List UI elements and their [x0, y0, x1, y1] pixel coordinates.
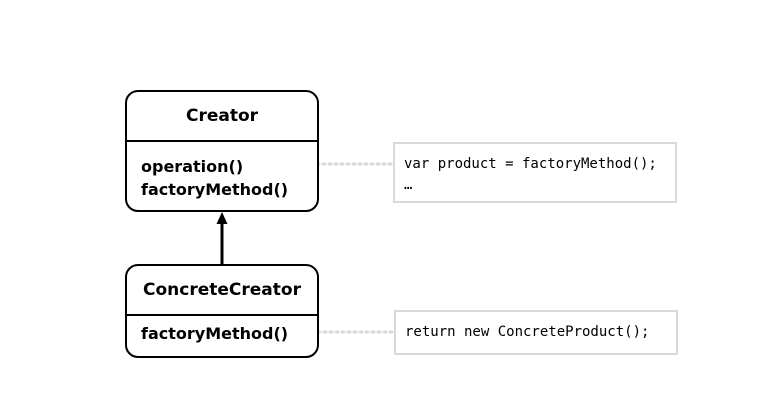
operation-code-note: var product = factoryMethod(); … [393, 142, 677, 203]
creator-class-box: Creator operation() factoryMethod() [125, 90, 319, 212]
concrete-creator-methods: factoryMethod() [127, 316, 317, 346]
creator-class-name: Creator [127, 92, 317, 142]
concrete-creator-class-name: ConcreteCreator [127, 266, 317, 316]
concrete-creator-class-box: ConcreteCreator factoryMethod() [125, 264, 319, 358]
creator-method-operation: operation() [141, 157, 244, 176]
factory-note-line-1: return new ConcreteProduct(); [405, 324, 650, 340]
creator-method-factory-method: factoryMethod() [141, 180, 289, 199]
operation-note-line-1: var product = factoryMethod(); [404, 156, 657, 172]
operation-note-line-2: … [404, 177, 413, 193]
inheritance-arrowhead [216, 212, 228, 224]
concrete-creator-method-factory-method: factoryMethod() [141, 324, 289, 343]
factory-method-code-note: return new ConcreteProduct(); [394, 310, 678, 355]
creator-methods: operation() factoryMethod() [127, 142, 317, 201]
